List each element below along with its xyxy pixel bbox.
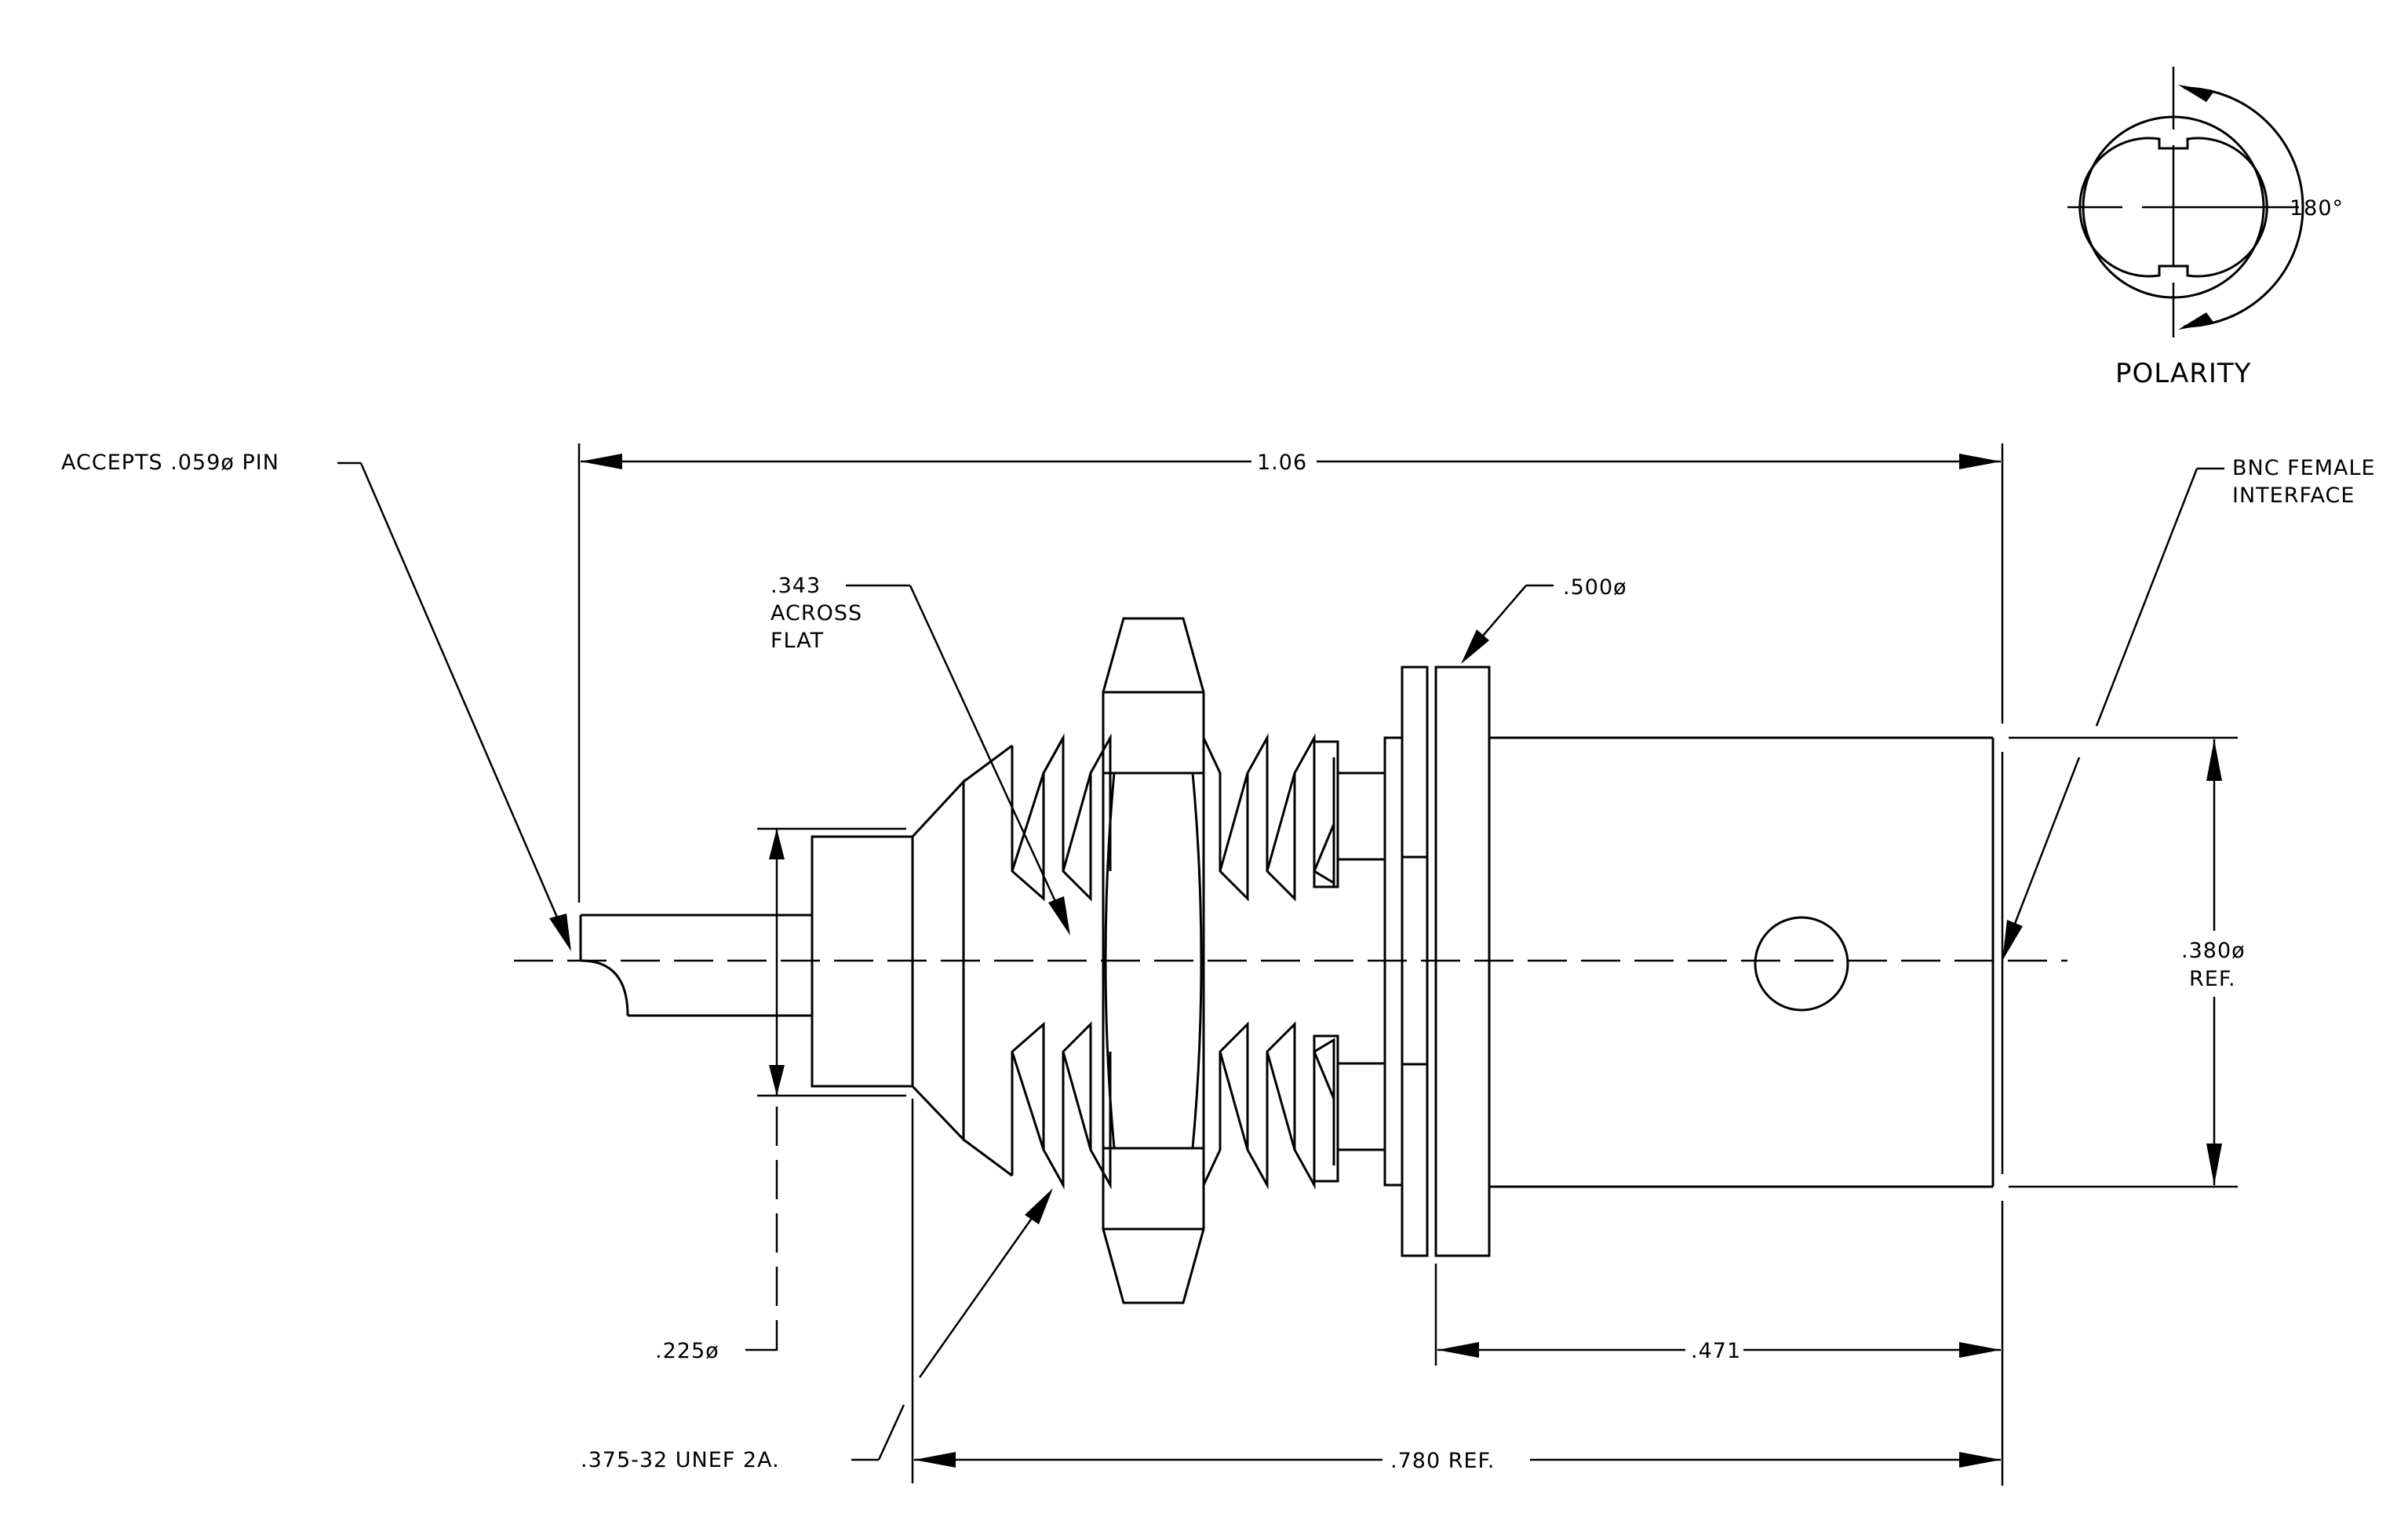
across-flat-line3: FLAT: [770, 629, 824, 653]
body-length-dimension: .471: [1434, 1264, 2001, 1366]
hex-nut: [1102, 617, 1205, 1304]
mount-length-label: .780 REF.: [1390, 1449, 1495, 1473]
bnc-label-line1: BNC FEMALE: [2232, 456, 2376, 480]
tip-diameter-label: .225ø: [655, 1339, 719, 1363]
polarity-title: POLARITY: [2115, 358, 2251, 389]
body-diameter-line1: .380ø: [2181, 939, 2246, 963]
bnc-leader: BNC FEMALE INTERFACE: [2002, 456, 2376, 961]
flange-diameter-leader: .500ø: [1461, 575, 1627, 664]
body-diameter-line2: REF.: [2189, 967, 2236, 991]
polarity-arrow-top: [2178, 85, 2214, 102]
polarity-angle: 180°: [2290, 196, 2344, 221]
contact-pin: [579, 914, 812, 1017]
body-diameter-dimension: .380ø REF.: [2009, 736, 2246, 1188]
across-flat-line1: .343: [770, 574, 821, 598]
flanges: [1383, 666, 1491, 1257]
thread-left: [963, 733, 1112, 1190]
body-length-label: .471: [1691, 1339, 1741, 1363]
pin-leader: ACCEPTS .059ø PIN: [61, 450, 571, 951]
overall-length-dimension: 1.06: [577, 443, 2004, 1486]
tip-diameter-dimension: .225ø: [655, 827, 906, 1363]
thread-right: [1202, 733, 1339, 1190]
pin-label: ACCEPTS .059ø PIN: [61, 450, 279, 475]
bayonet-pin: [1754, 916, 1849, 1012]
mount-length-dimension: .780 REF.: [911, 1099, 2001, 1483]
flange-diameter-label: .500ø: [1563, 575, 1627, 600]
bnc-label-line2: INTERFACE: [2232, 483, 2355, 508]
thread-label: .375-32 UNEF 2A.: [581, 1448, 780, 1472]
thread-leader: .375-32 UNEF 2A.: [581, 1188, 1053, 1472]
polarity-view: 180° POLARITY: [2067, 67, 2344, 389]
polarity-arrow-bottom: [2178, 312, 2214, 330]
overall-length-label: 1.06: [1257, 450, 1307, 475]
across-flat-line2: ACROSS: [770, 601, 862, 626]
across-flat-leader: .343 ACROSS FLAT: [770, 574, 1070, 936]
body: [1489, 736, 1995, 1188]
